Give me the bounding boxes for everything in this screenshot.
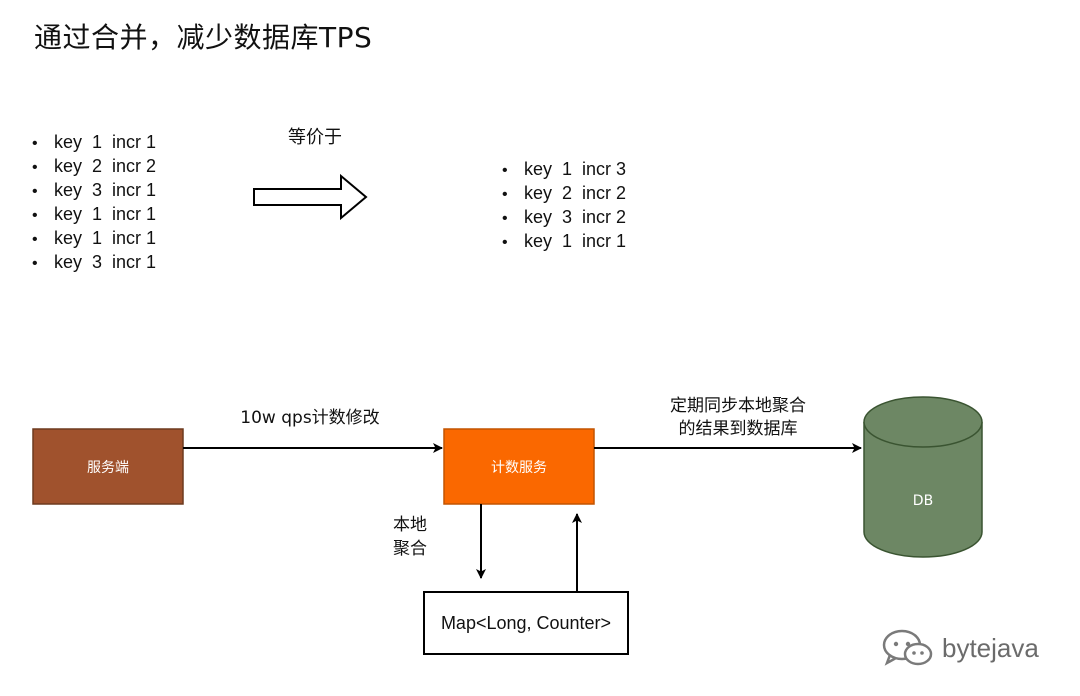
map-node-label: Map<Long, Counter>: [440, 613, 612, 633]
list-item: key 1 incr 3: [502, 157, 626, 181]
list-item: key 2 incr 2: [32, 154, 156, 178]
db-node-label: DB: [912, 493, 934, 509]
watermark-text: bytejava: [942, 632, 1039, 663]
counter-node-label: 计数服务: [491, 460, 547, 476]
sync-edge-label-line1: 定期同步本地聚合: [670, 396, 806, 416]
equivalent-label: 等价于: [288, 127, 342, 148]
merged-ops-list: key 1 incr 3 key 2 incr 2 key 3 incr 2 k…: [502, 157, 626, 253]
page-title: 通过合并，减少数据库TPS: [34, 21, 373, 54]
database-node: [863, 396, 983, 558]
client-node: [32, 428, 184, 505]
local-agg-label-line2: 聚合: [393, 539, 427, 559]
list-item: key 3 incr 1: [32, 250, 156, 274]
map-node: [423, 591, 629, 655]
list-item: key 1 incr 1: [502, 229, 626, 253]
list-item: key 3 incr 2: [502, 205, 626, 229]
equivalence-arrow-icon: [253, 173, 368, 221]
list-item: key 1 incr 1: [32, 226, 156, 250]
watermark: bytejava: [880, 628, 1039, 668]
sync-edge-label-line2: 的结果到数据库: [678, 419, 798, 439]
client-node-label: 服务端: [87, 460, 129, 476]
wechat-icon: [882, 629, 933, 666]
qps-edge-label: 10w qps计数修改: [240, 408, 380, 428]
local-agg-label-line1: 本地: [393, 515, 427, 535]
list-item: key 1 incr 1: [32, 130, 156, 154]
counter-service-node: [443, 428, 595, 505]
list-item: key 1 incr 1: [32, 202, 156, 226]
list-item: key 3 incr 1: [32, 178, 156, 202]
original-ops-list: key 1 incr 1 key 2 incr 2 key 3 incr 1 k…: [32, 130, 156, 274]
list-item: key 2 incr 2: [502, 181, 626, 205]
